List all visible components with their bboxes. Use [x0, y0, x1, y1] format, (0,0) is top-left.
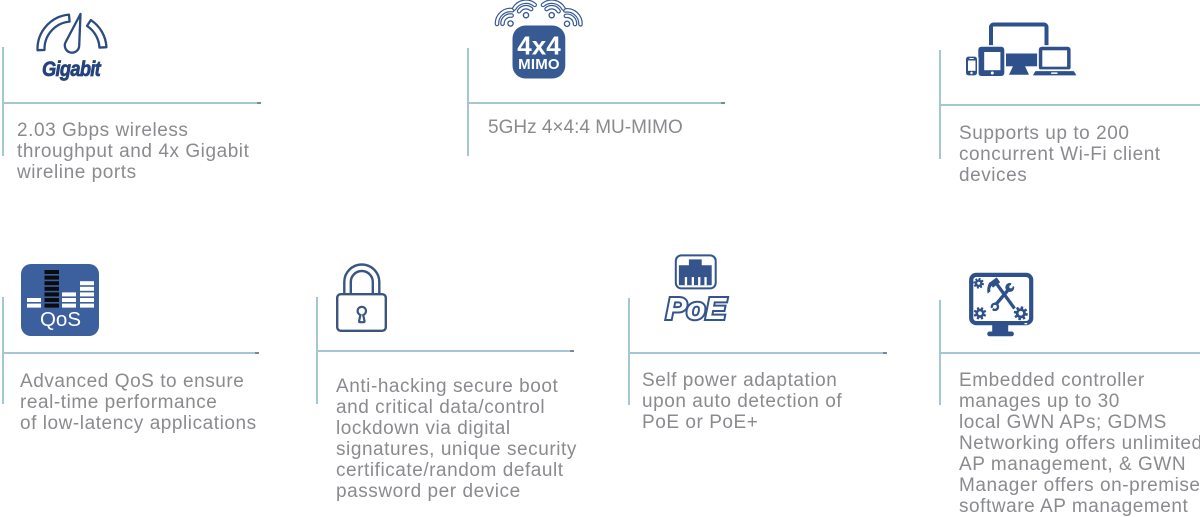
svg-text:4x4: 4x4	[517, 31, 561, 61]
svg-text:QoS: QoS	[40, 308, 81, 331]
svg-text:MIMO: MIMO	[518, 56, 560, 73]
svg-text:PoE: PoE	[666, 291, 728, 326]
